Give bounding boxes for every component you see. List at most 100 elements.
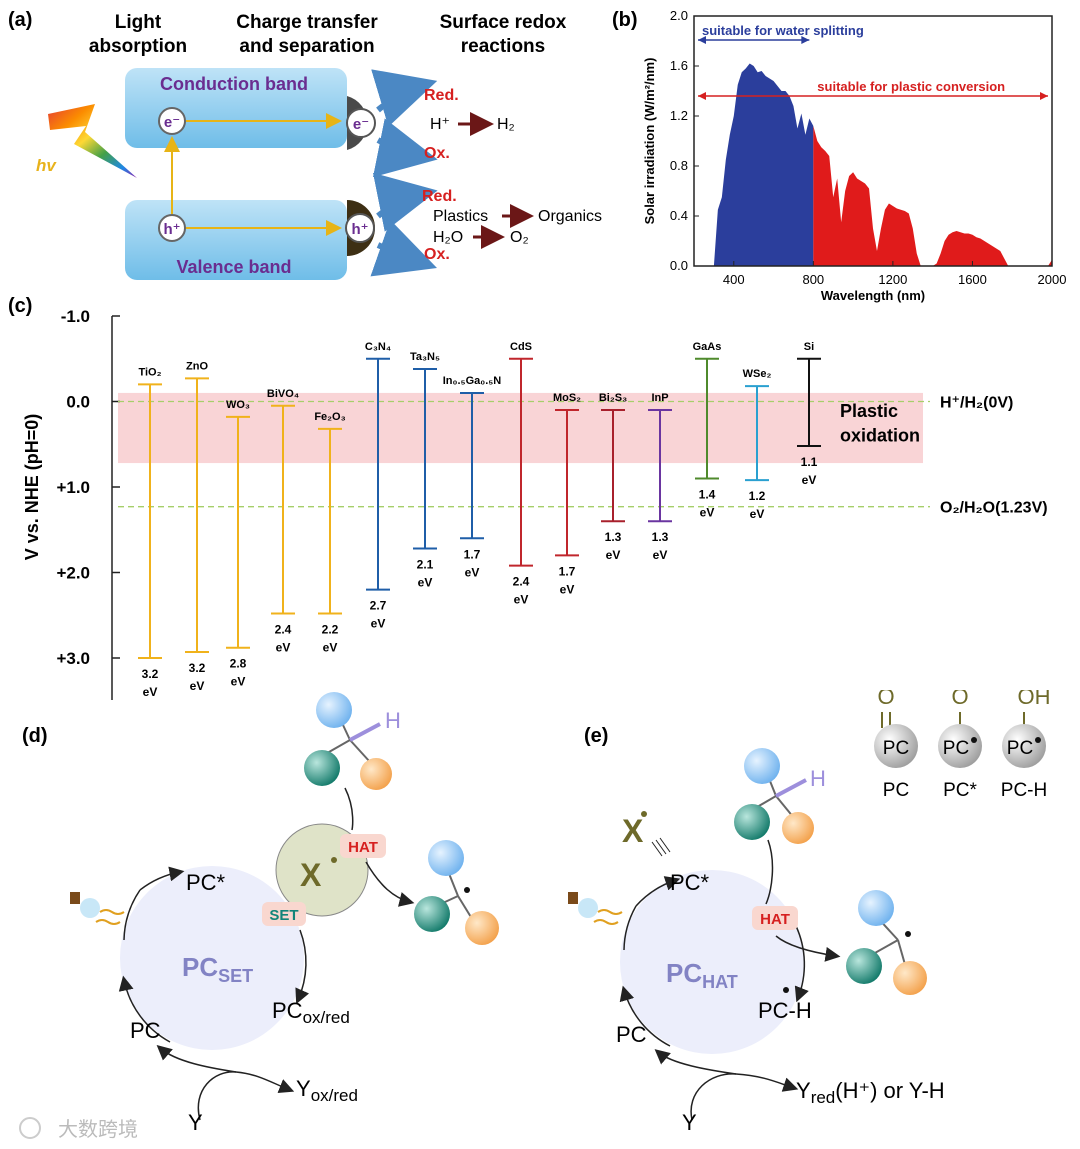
reference-line-label: O₂/H₂O(1.23V) <box>940 500 1048 517</box>
y-tick-label: -1.0 <box>61 307 90 326</box>
y-label-e: Y <box>682 1110 697 1135</box>
svg-text:PC*: PC* <box>943 780 977 801</box>
material-name: C₃N₄ <box>365 341 391 353</box>
svg-text:PC: PC <box>943 738 969 759</box>
material-name: MoS₂ <box>553 392 581 404</box>
band-gap-unit: eV <box>276 641 291 655</box>
svg-text:PC: PC <box>1007 738 1033 759</box>
x-radical-label: X <box>300 857 322 893</box>
red-bottom: Red. <box>422 188 457 205</box>
band-gap-value: 3.2 <box>142 667 159 681</box>
reaction-h2o: H₂O <box>433 229 463 246</box>
pc-hat-label: PCHAT <box>666 958 738 992</box>
hat-badge: HAT <box>348 839 378 856</box>
light-bulb-icon-e <box>568 892 623 925</box>
y-axis-label: Solar irradiation (W/m²/nm) <box>642 58 657 225</box>
ox-bottom: Ox. <box>424 246 450 263</box>
annotation-arrowhead <box>1040 92 1048 100</box>
pc-star-label: PC* <box>186 870 226 895</box>
y-tick-label: +1.0 <box>56 478 90 497</box>
plastic-oxidation-label: Plastic <box>840 401 898 421</box>
band-gap-unit: eV <box>560 582 575 596</box>
pc-label-e: PC <box>616 1022 647 1047</box>
plastic-oxidation-label-2: oxidation <box>840 426 920 446</box>
material-name: Ta₃N₅ <box>410 351 440 363</box>
hat-badge-e: HAT <box>760 911 790 928</box>
y-axis-label: V vs. NHE (pH=0) <box>22 414 42 561</box>
band-gap-value: 2.7 <box>370 599 387 613</box>
x-axis-label: Wavelength (nm) <box>821 288 925 303</box>
red-top: Red. <box>424 87 459 104</box>
panel-b-label: (b) <box>612 9 638 31</box>
plot-frame <box>693 15 1053 267</box>
material-name: TiO₂ <box>138 366 161 378</box>
svg-text:H: H <box>810 766 826 791</box>
radical-product-e <box>846 890 927 995</box>
radical-product <box>414 840 499 945</box>
hole-label: h⁺ <box>163 221 180 238</box>
ox-top: Ox. <box>424 145 450 162</box>
pc-label: PC <box>130 1018 161 1043</box>
valence-band-label: Valence band <box>176 257 291 277</box>
reaction-organics: Organics <box>538 208 602 225</box>
band-gap-value: 2.4 <box>513 575 530 589</box>
panel-c-label: (c) <box>8 295 32 317</box>
electron-transfer-label: e⁻ <box>353 116 369 133</box>
hole-transfer-label: h⁺ <box>351 221 368 238</box>
svg-text:O: O <box>951 690 968 709</box>
band-gap-unit: eV <box>143 685 158 699</box>
spectrum-area-water-splitting <box>709 63 814 266</box>
band-gap-unit: eV <box>606 548 621 562</box>
x-tick-label: 800 <box>802 272 824 287</box>
svg-text:O: O <box>877 690 894 709</box>
band-gap-unit: eV <box>231 675 246 689</box>
x-tick-label: 1200 <box>878 272 907 287</box>
pc-hat-cycle <box>620 870 804 1054</box>
y-tick-label: +2.0 <box>56 564 90 583</box>
svg-text:PC-H: PC-H <box>1001 780 1047 801</box>
material-name: CdS <box>510 341 532 353</box>
band-gap-value: 2.4 <box>275 623 292 637</box>
reaction-o2: O₂ <box>510 229 529 246</box>
pc-set-label: PCSET <box>182 952 253 986</box>
annotation-label: suitable for water splitting <box>702 23 864 38</box>
band-gap-value: 1.7 <box>464 547 481 561</box>
band-gap-value: 1.3 <box>605 530 622 544</box>
band-gap-unit: eV <box>190 679 205 693</box>
y-tick-label: 1.2 <box>670 108 688 123</box>
electron-circle <box>158 107 186 135</box>
material-name: Si <box>804 341 814 353</box>
h-atom-label: H <box>385 708 401 733</box>
material-name: WO₃ <box>226 399 250 411</box>
x-radical-label-e: X <box>622 813 644 849</box>
x-tick-label: 400 <box>723 272 745 287</box>
y-tick-label: 1.6 <box>670 58 688 73</box>
watermark: 大数跨境 <box>58 1118 138 1141</box>
band-gap-unit: eV <box>750 507 765 521</box>
band-gap-unit: eV <box>465 565 480 579</box>
x-tick-label: 2000 <box>1038 272 1067 287</box>
material-name: InP <box>651 392 668 404</box>
svg-text:OH: OH <box>1018 690 1051 709</box>
conduction-band-label: Conduction band <box>160 74 308 94</box>
panel-d-label: (d) <box>22 725 48 747</box>
band-gap-unit: eV <box>700 505 715 519</box>
material-name: Fe₂O₃ <box>314 411 345 423</box>
set-badge: SET <box>269 907 298 924</box>
lightning-icon <box>48 104 137 178</box>
pc-h-label: PC-H <box>758 998 812 1023</box>
y-label: Y <box>188 1110 203 1135</box>
material-name: WSe₂ <box>743 368 772 380</box>
y-tick-label: 0.0 <box>670 258 688 273</box>
band-gap-unit: eV <box>514 593 529 607</box>
band-gap-value: 1.2 <box>749 489 766 503</box>
spectrum-area-plastic-conversion <box>813 126 1052 266</box>
panel-a-label: (a) <box>8 9 32 31</box>
band-gap-value: 1.3 <box>652 530 669 544</box>
electron-label: e⁻ <box>164 114 180 131</box>
reference-line-label: H⁺/H₂(0V) <box>940 395 1013 412</box>
